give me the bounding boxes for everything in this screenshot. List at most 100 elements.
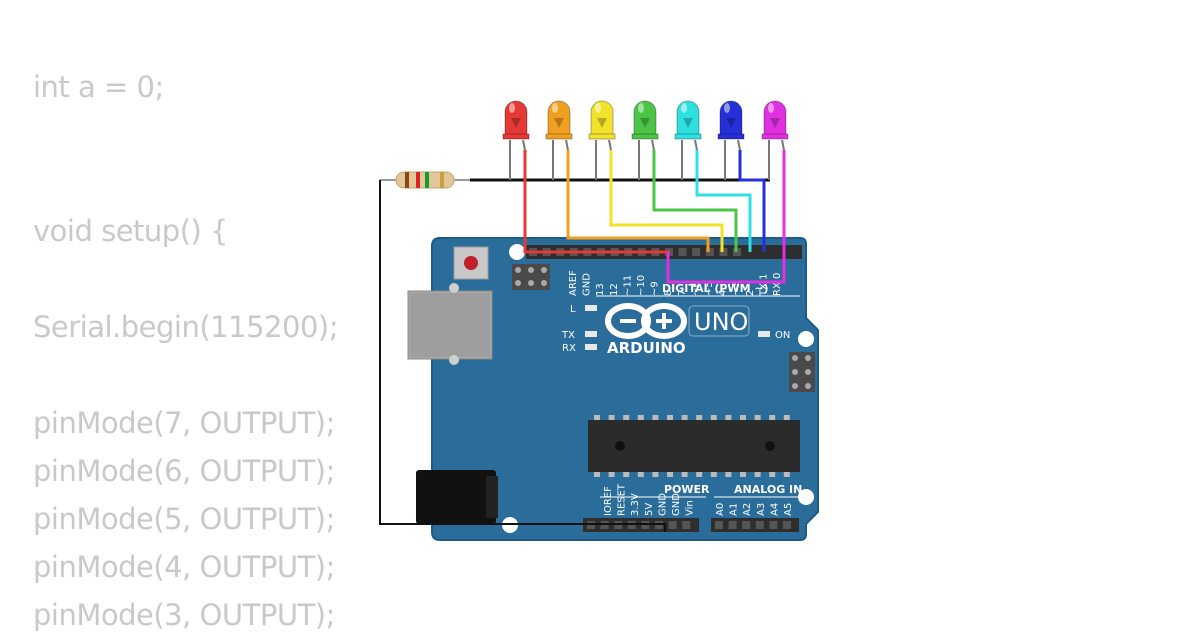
chip-leg [710, 415, 717, 420]
led-orange[interactable] [545, 100, 573, 140]
chip-leg [623, 472, 630, 477]
header-slot[interactable] [668, 521, 677, 529]
tx-label: TX [561, 330, 575, 341]
chip-leg [710, 472, 717, 477]
header-slot[interactable] [682, 521, 691, 529]
led-leg [565, 139, 569, 151]
code-line: pinMode(3, OUTPUT); [33, 598, 335, 632]
chip-leg [667, 415, 673, 420]
header-slot[interactable] [742, 521, 751, 529]
pin-label: AREF [568, 270, 579, 296]
led-wire[interactable] [566, 150, 710, 252]
chip-leg [608, 415, 615, 420]
code-editor[interactable]: int a = 0; void setup() { Serial.begin(1… [33, 0, 338, 632]
pin-label: 4 [718, 290, 729, 296]
chip-leg [594, 415, 600, 420]
pin-label: GND [671, 493, 682, 516]
pin-label: 3.3V [630, 493, 641, 516]
led-yellow[interactable] [588, 100, 616, 140]
ground-wire[interactable] [379, 178, 770, 532]
chip-leg [681, 415, 688, 420]
on-indicator [758, 331, 770, 337]
led-red[interactable] [502, 100, 530, 140]
led-wire[interactable] [652, 150, 738, 252]
led-blue[interactable] [717, 100, 745, 140]
chip-leg [681, 472, 688, 477]
resistor[interactable] [380, 171, 470, 189]
pin-label: A3 [756, 503, 767, 516]
analog-in-label: ANALOG IN [734, 483, 802, 496]
chip-leg [769, 415, 776, 420]
pin-label: GND [582, 273, 593, 296]
chip-leg [783, 472, 790, 477]
led-leg [694, 139, 698, 151]
led-wire[interactable] [738, 150, 766, 252]
led-wires[interactable] [523, 150, 786, 284]
chip-leg [652, 472, 659, 477]
led-green[interactable] [631, 100, 659, 140]
code-line: pinMode(4, OUTPUT); [33, 550, 335, 584]
pin-label: A0 [715, 503, 726, 516]
header-slot[interactable] [678, 248, 687, 256]
pin-label: ~11 [622, 275, 633, 296]
led-array[interactable] [502, 100, 789, 180]
led-wire[interactable] [695, 150, 752, 252]
chip-leg [608, 472, 615, 477]
rx-label: RX [562, 343, 576, 354]
pin-label: 13 [595, 283, 606, 296]
code-line: pinMode(5, OUTPUT); [33, 502, 335, 536]
led-magenta[interactable] [761, 100, 789, 140]
pin-label: ~10 [636, 275, 647, 296]
arduino-logo-icon [605, 303, 687, 339]
chip-leg [783, 415, 790, 420]
led-wire[interactable] [609, 150, 724, 252]
led-wire[interactable] [523, 150, 670, 254]
header-slot[interactable] [692, 248, 701, 256]
on-label: ON [775, 330, 790, 341]
mounting-hole [509, 244, 525, 260]
rx-indicator [585, 344, 597, 350]
led-l-label: L [570, 304, 576, 315]
pin-label: RESET [617, 483, 628, 516]
pin-label: RX 0 [772, 273, 783, 296]
chip-leg [623, 415, 630, 420]
pin-label: 5V [644, 503, 655, 516]
chip-leg [637, 415, 644, 420]
code-line: int a = 0; [33, 70, 164, 104]
led-cyan[interactable] [674, 100, 702, 140]
reset-button[interactable] [453, 246, 489, 280]
analog-header[interactable] [711, 518, 799, 532]
pin-label: 12 [609, 283, 620, 296]
chip-leg [769, 472, 776, 477]
header-slot[interactable] [715, 521, 723, 529]
model-label: UNO [694, 308, 748, 336]
chip-leg [667, 472, 673, 477]
led-wire[interactable] [666, 150, 786, 284]
header-slot[interactable] [755, 521, 764, 529]
pin-label: ~3 [731, 281, 742, 296]
code-line: void setup() { [33, 214, 229, 248]
header-slot[interactable] [783, 521, 791, 529]
chip-leg [637, 472, 644, 477]
header-slot[interactable] [769, 521, 778, 529]
icsp-header-right [789, 352, 815, 392]
pin-label: A2 [742, 503, 753, 516]
digital-pwm-label: DIGITAL (PWM ~) [662, 282, 769, 295]
code-line: pinMode(6, OUTPUT); [33, 454, 335, 488]
led-leg [522, 139, 526, 151]
led-l-indicator [585, 305, 597, 311]
atmega-chip [588, 415, 800, 477]
pin-label: TX 1 [758, 274, 769, 298]
code-line: pinMode(7, OUTPUT); [33, 406, 335, 440]
pin-label: A4 [769, 503, 780, 516]
chip-leg [725, 415, 732, 420]
header-slot[interactable] [728, 521, 737, 529]
led-leg [608, 139, 612, 151]
chip-leg [754, 472, 761, 477]
led-leg [651, 139, 655, 151]
pin-label: GND [657, 493, 668, 516]
header-slot[interactable] [705, 248, 714, 256]
chip-leg [594, 472, 600, 477]
